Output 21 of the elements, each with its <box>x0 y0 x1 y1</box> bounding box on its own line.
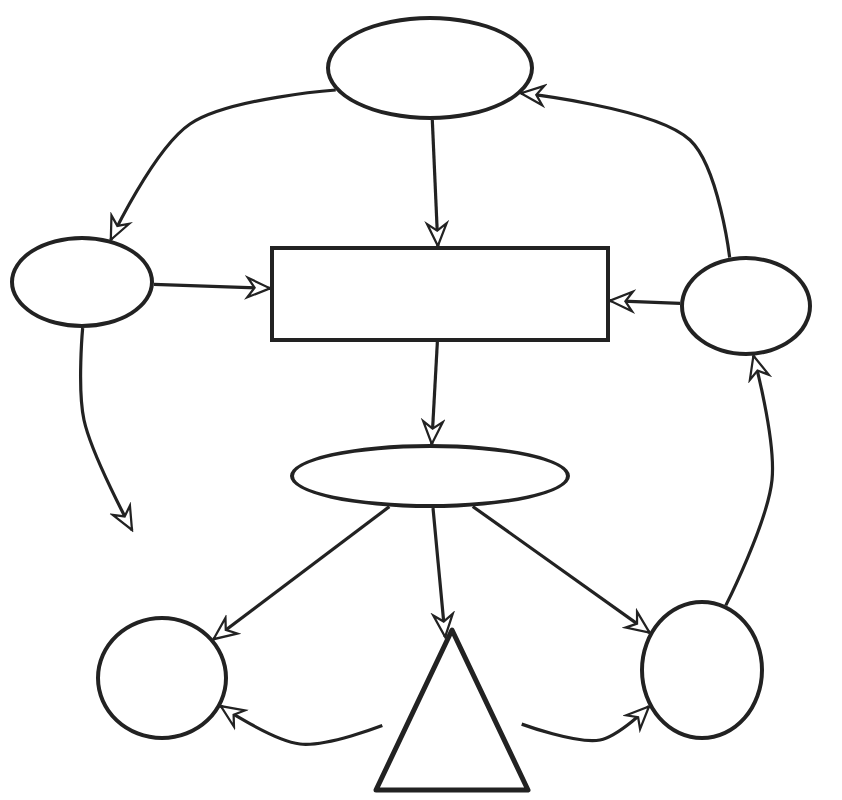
arrow <box>219 704 383 746</box>
circle-node <box>96 616 228 740</box>
arrow <box>212 505 391 641</box>
circle-node <box>640 600 764 740</box>
arrow <box>431 507 454 638</box>
triangle-node <box>370 624 534 796</box>
arrow <box>422 341 444 446</box>
arrow <box>724 354 775 607</box>
arrow <box>471 505 651 634</box>
ellipse-node <box>326 16 534 120</box>
arrow <box>109 88 336 241</box>
rectangle-node <box>270 246 610 342</box>
arrow <box>79 327 134 532</box>
arrow <box>521 705 651 743</box>
arrow <box>608 290 681 313</box>
arrow <box>519 84 732 258</box>
ellipse-node <box>10 236 154 328</box>
arrow <box>426 119 448 248</box>
arrow <box>153 276 272 299</box>
ellipse-node <box>290 444 570 508</box>
ellipse-node <box>680 256 812 356</box>
